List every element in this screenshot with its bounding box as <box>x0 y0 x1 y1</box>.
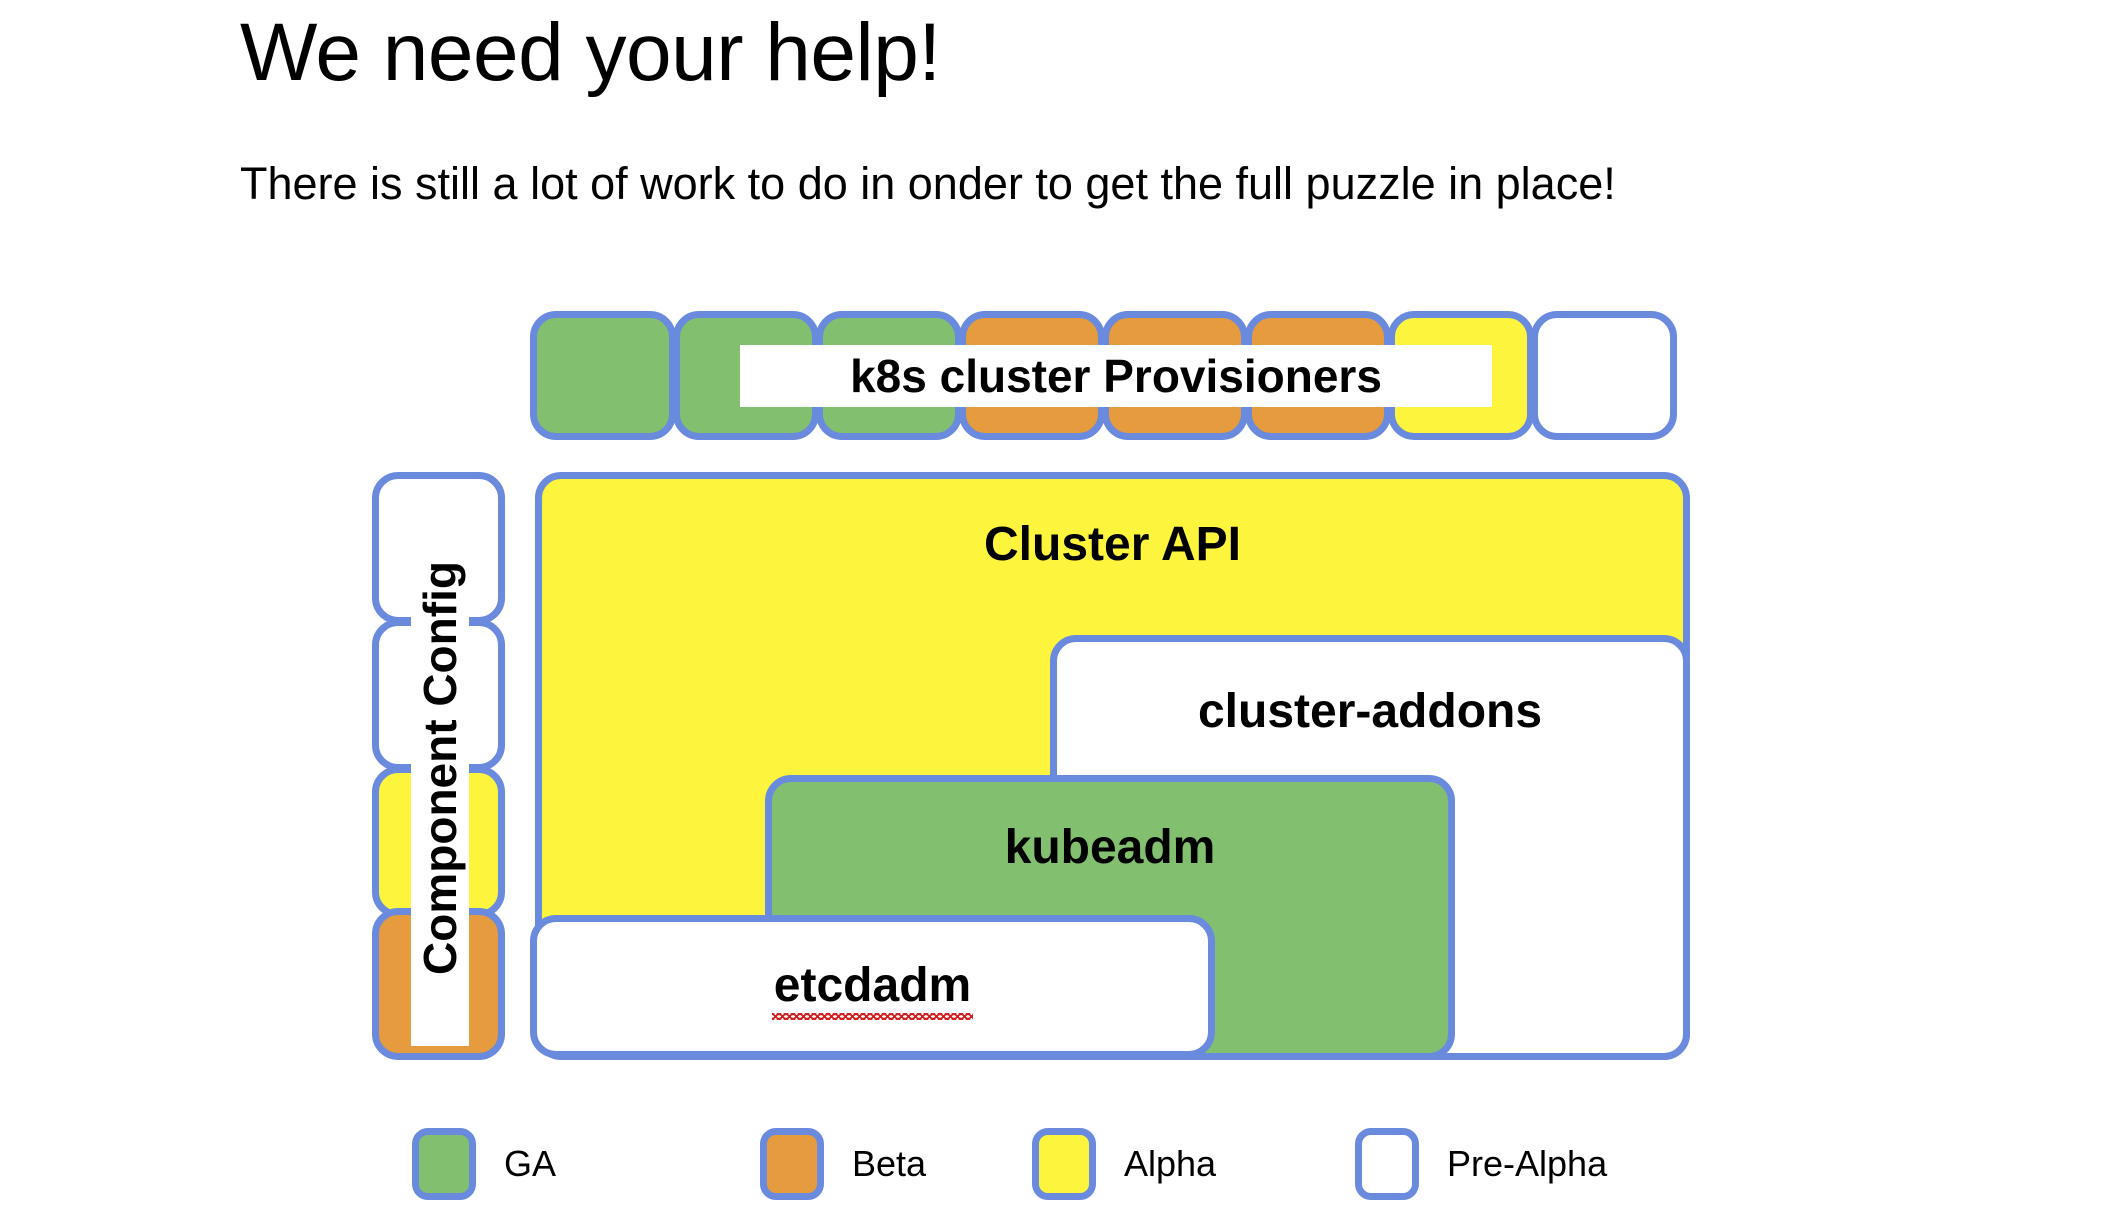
legend-label-alpha: Alpha <box>1124 1143 1217 1184</box>
legend-label-beta: Beta <box>852 1143 927 1184</box>
cluster-api-label: Cluster API <box>984 518 1241 571</box>
provisioner-cell-1[interactable] <box>530 311 676 440</box>
page-title: We need your help! <box>240 7 941 98</box>
legend-swatch-pre-alpha <box>1355 1128 1419 1200</box>
k8s-cluster-provisioners-label: k8s cluster Provisioners <box>850 350 1382 402</box>
etcdadm-block[interactable]: etcdadm <box>530 915 1215 1058</box>
etcdadm-label-text: etcdadm <box>771 959 974 1020</box>
legend-label-pre-alpha: Pre-Alpha <box>1447 1143 1608 1184</box>
cluster-addons-label: cluster-addons <box>1197 685 1543 738</box>
etcdadm-label: etcdadm <box>537 959 1208 1020</box>
k8s-cluster-provisioners-label-box: k8s cluster Provisioners <box>740 345 1492 407</box>
component-config-label: Component Config <box>414 561 467 975</box>
kubeadm-label: kubeadm <box>1004 821 1216 874</box>
page-subtitle: There is still a lot of work to do in on… <box>240 158 1616 209</box>
legend-swatch-ga <box>412 1128 476 1200</box>
legend-swatch-beta <box>760 1128 824 1200</box>
legend-swatch-alpha <box>1032 1128 1096 1200</box>
provisioner-cell-8[interactable] <box>1531 311 1677 440</box>
component-config-label-box: Component Config <box>411 490 469 1046</box>
legend-label-ga: GA <box>504 1143 557 1184</box>
